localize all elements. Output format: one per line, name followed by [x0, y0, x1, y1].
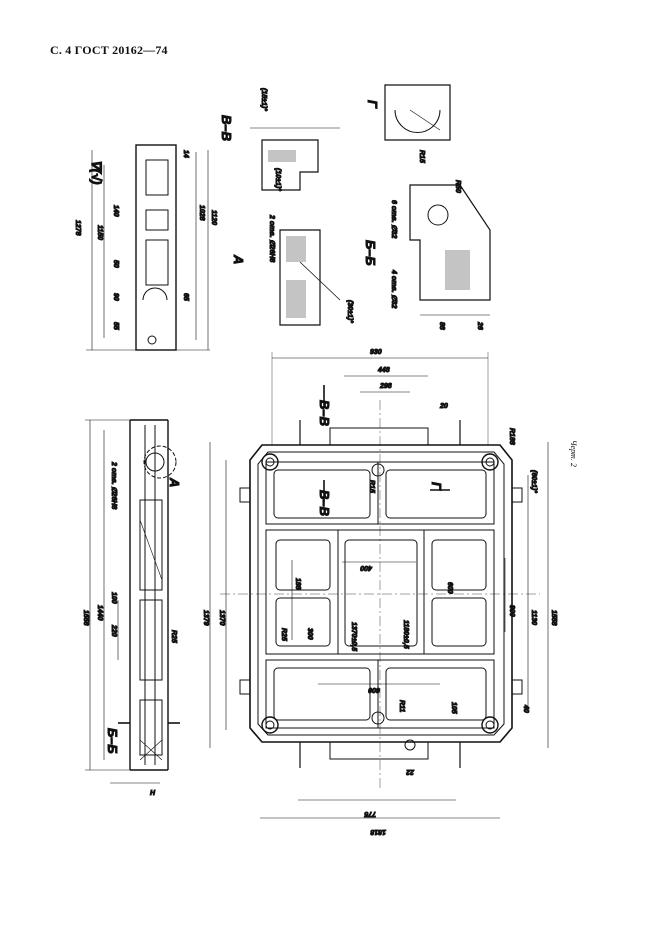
dim-26: 26 — [476, 321, 483, 330]
dim-H: Н — [150, 790, 156, 797]
dim-100: 100 — [110, 592, 117, 604]
dim-775: 775 — [364, 810, 376, 817]
dim-400: 400 — [360, 564, 373, 571]
section-b-detail — [409, 184, 491, 316]
dim-20: 20 — [439, 403, 448, 410]
section-b-left: Б–Б — [105, 728, 120, 754]
dim-R25-side: R25 — [170, 630, 177, 643]
dim-1440: 1440 — [96, 605, 103, 621]
dim-10deg: (10±1)° — [274, 168, 282, 191]
dim-300: 300 — [306, 628, 313, 640]
main-plan-view — [209, 352, 549, 819]
dim-2otv-a: 2 отв. ∅26Н8 — [268, 214, 276, 262]
page-header: С. 4 ГОСТ 20162—74 — [50, 43, 168, 57]
dim-448: 448 — [377, 367, 390, 374]
section-g-callout: Г — [429, 482, 444, 491]
dim-R25: R25 — [280, 628, 287, 641]
dim-1818: 1818 — [370, 828, 386, 835]
section-g-detail — [384, 84, 451, 141]
dim-1180-tol: 1180±0,5 — [402, 620, 409, 649]
dim-30deg: (30±1)° — [346, 300, 354, 323]
dim-40: 40 — [522, 704, 529, 713]
dim-1370: 1370 — [218, 610, 225, 626]
section-a-title: А — [231, 254, 246, 264]
dim-R188: R188 — [508, 428, 515, 445]
dim-1370-tol: 1370±0,5 — [350, 622, 357, 651]
section-v-bottom: В–В — [317, 490, 332, 516]
section-v-detail — [250, 127, 340, 191]
dim-1130: 1130 — [530, 610, 537, 625]
dim-1278: 1278 — [74, 220, 81, 236]
section-g-title: Г — [365, 100, 380, 109]
dim-65: 65 — [182, 293, 189, 301]
roughness-mark: ∇(√) — [89, 160, 104, 185]
dim-220: 220 — [110, 624, 117, 637]
section-b-title: Б–Б — [363, 240, 378, 266]
dim-298: 298 — [379, 383, 392, 390]
section-a-callout: А — [167, 477, 182, 487]
dim-R15-g: R15 — [418, 150, 425, 163]
dim-1558: 1558 — [82, 610, 89, 626]
dim-600-bottom: 600 — [368, 686, 380, 693]
dim-15deg: (15±1)° — [260, 88, 268, 111]
section-v-title: В–В — [219, 115, 234, 141]
dim-1028: 1028 — [198, 205, 205, 221]
dim-R11: R11 — [398, 700, 405, 712]
dim-55: 55 — [112, 322, 119, 330]
dim-R15: R15 — [368, 480, 375, 493]
dim-188: 188 — [294, 578, 301, 590]
dim-90: 90 — [112, 293, 119, 301]
dim-50: 50 — [112, 260, 119, 268]
side-view — [85, 419, 180, 784]
dim-22: 22 — [406, 768, 415, 775]
dim-1558-right: 1558 — [550, 610, 557, 626]
dim-1379: 1379 — [202, 610, 209, 626]
section-v-top: В–В — [317, 400, 332, 426]
dim-14: 14 — [182, 150, 189, 158]
dim-88: 88 — [438, 322, 445, 330]
dim-6otv: 6 отв. ∅32 — [390, 200, 398, 238]
dim-2otv: 2 отв. ∅26Н8 — [110, 461, 118, 509]
dim-1150: 1150 — [96, 225, 103, 240]
dim-60deg: (60±1)° — [530, 470, 538, 493]
dim-140: 140 — [112, 205, 119, 217]
top-side-view — [86, 144, 210, 351]
dim-4otv: 4 отв. ∅32 — [390, 269, 398, 308]
dim-930: 930 — [370, 349, 382, 356]
dim-800: 800 — [508, 605, 515, 617]
dim-1120: 1120 — [210, 210, 217, 225]
dim-600: 600 — [446, 582, 453, 594]
section-a-detail — [279, 229, 341, 326]
dim-105: 105 — [450, 702, 457, 714]
dim-R50: R50 — [454, 180, 461, 193]
